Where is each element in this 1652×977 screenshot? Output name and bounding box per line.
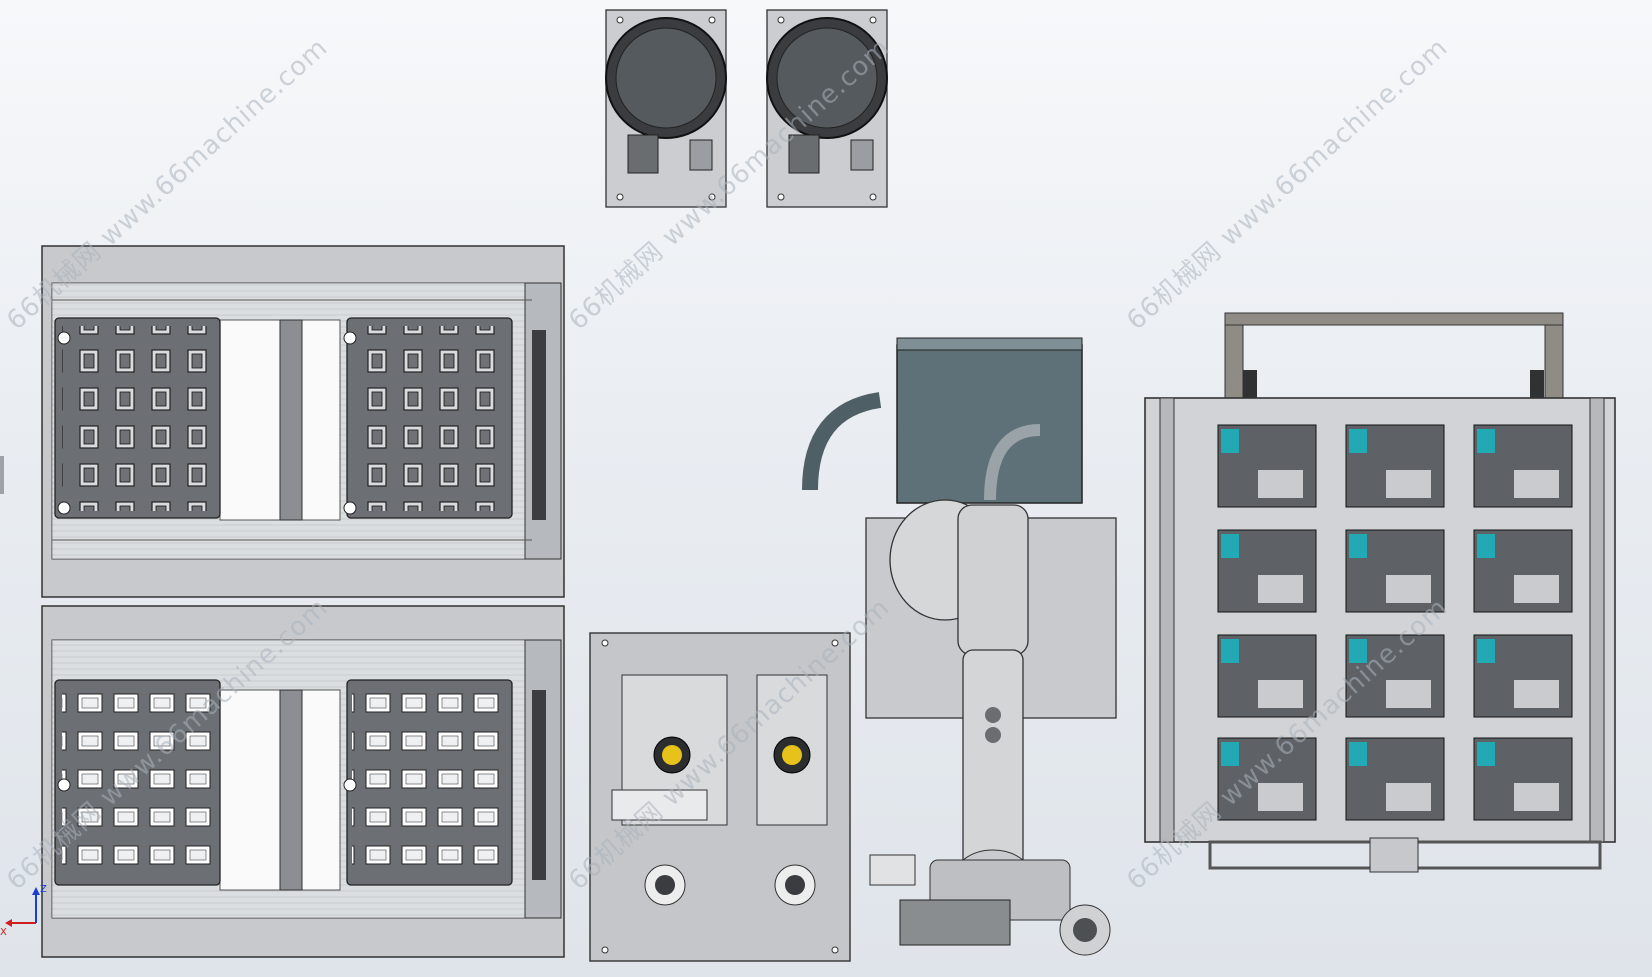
robot-arm[interactable] <box>802 337 1117 956</box>
fixture-plate-left[interactable] <box>605 9 727 208</box>
fixture-plate-right[interactable] <box>766 9 888 208</box>
axis-label-z: Z <box>40 884 47 895</box>
test-rack[interactable] <box>1144 312 1616 873</box>
edge-tab[interactable] <box>0 456 4 494</box>
axis-label-x: X <box>0 927 7 938</box>
rack-modules <box>1217 424 1573 821</box>
tray-module-top[interactable] <box>41 245 565 598</box>
tray-module-bottom[interactable] <box>41 605 565 958</box>
tester-plate[interactable] <box>589 632 851 962</box>
axis-triad: Z X <box>0 884 47 938</box>
